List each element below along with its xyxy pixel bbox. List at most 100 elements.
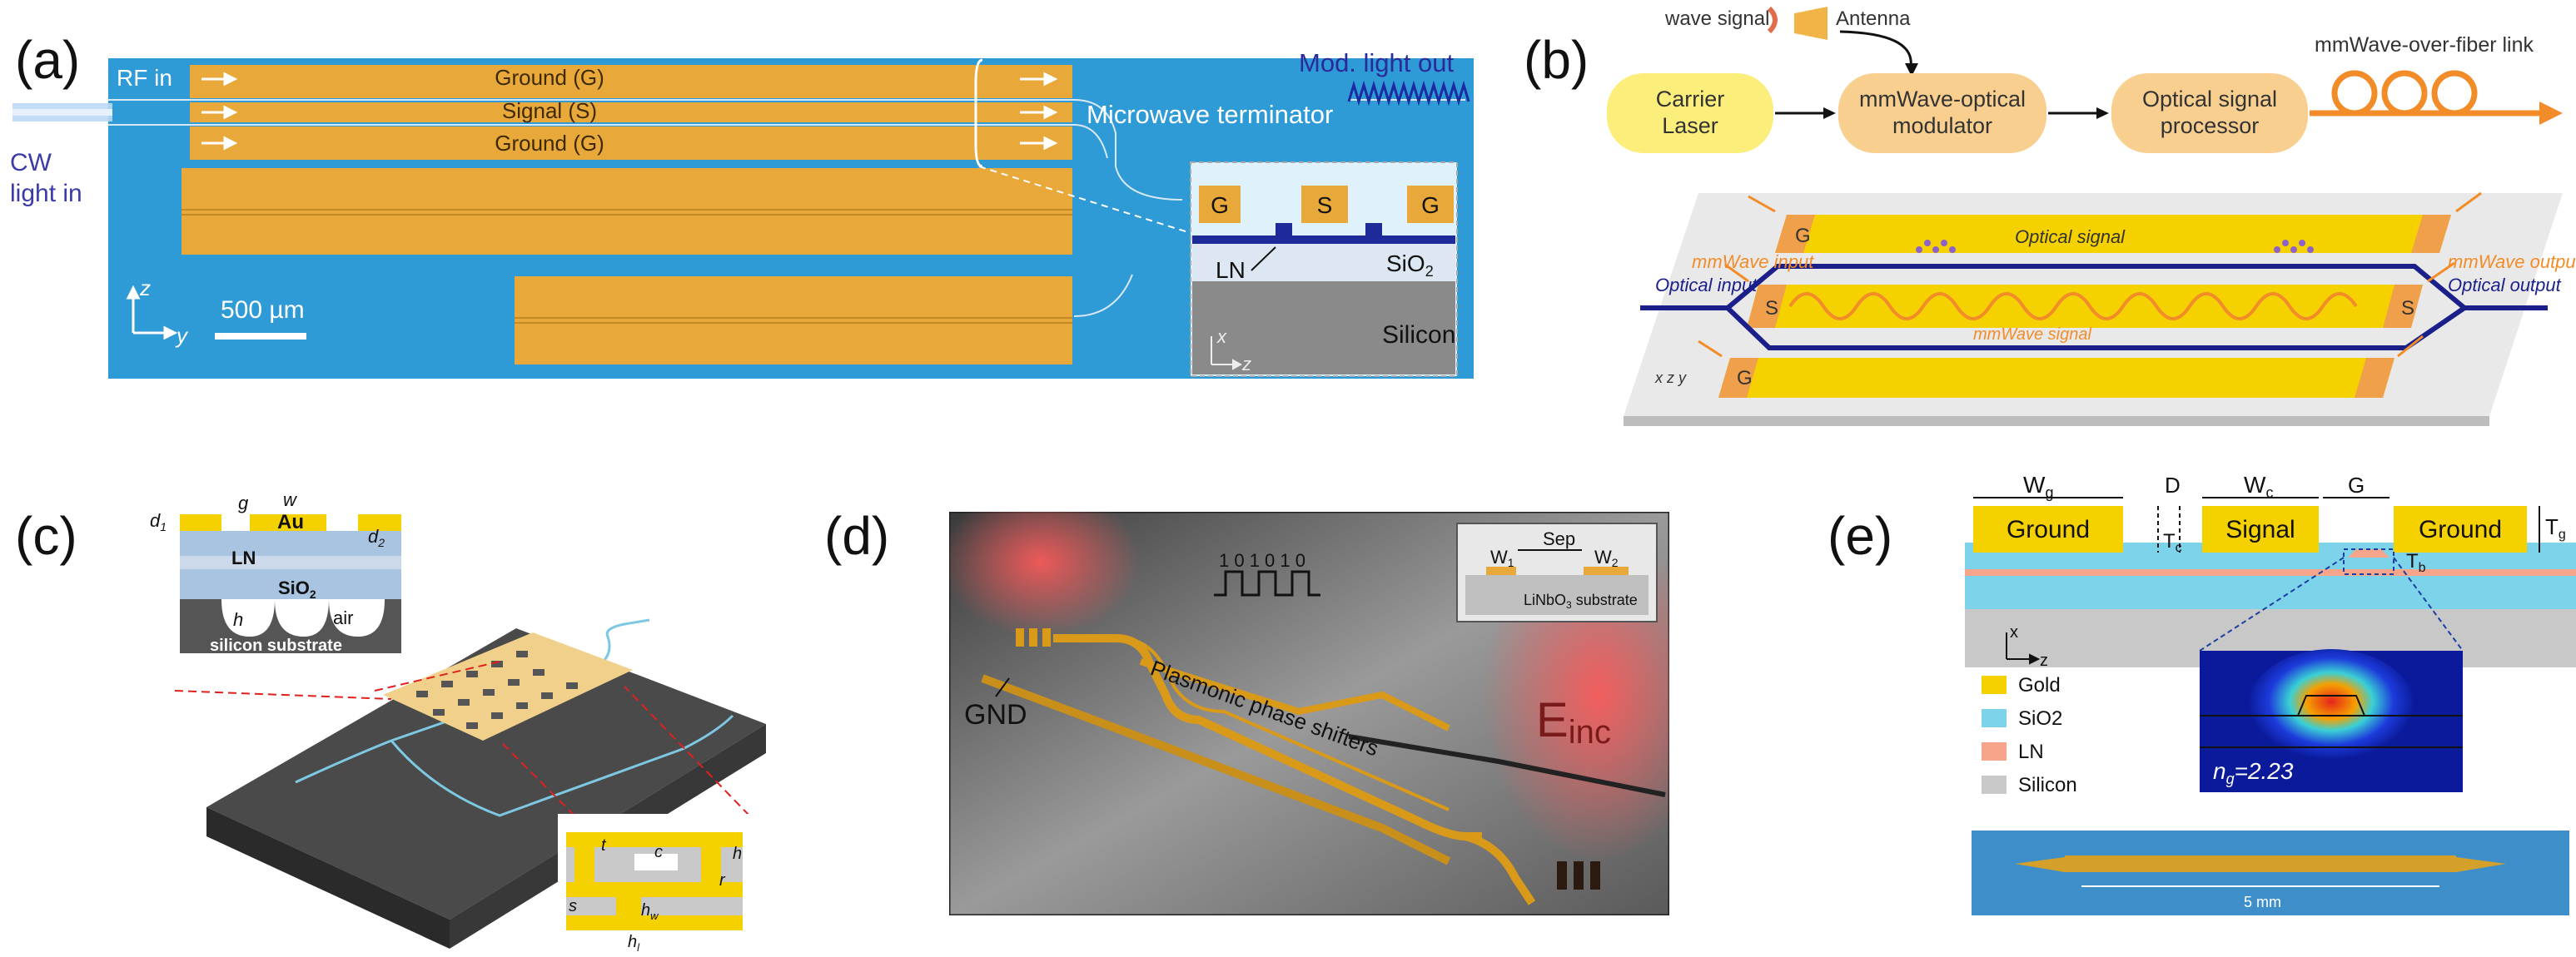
- bit-pattern-waveform: [1214, 570, 1320, 597]
- antenna-label: Antenna: [1836, 7, 1911, 30]
- ground-left-label-e: Ground: [2007, 516, 2090, 543]
- ng-label: ng=2.23: [2213, 758, 2294, 787]
- label-wc: Wc: [2244, 472, 2273, 501]
- inset-w2: W2: [1594, 547, 1619, 569]
- inset-ln: LN: [1216, 257, 1246, 283]
- rf-arrows-left: [201, 72, 238, 151]
- axis-z-label: z: [139, 275, 151, 300]
- label-ln-c: LN: [231, 548, 256, 568]
- modulator-text-2: modulator: [1892, 113, 1992, 138]
- chip-g-bottom: G: [1737, 367, 1753, 389]
- waveguide-meander-1: [1073, 99, 1183, 201]
- electrode-block-2: [182, 168, 1072, 255]
- fiber-link-arrow: [2539, 102, 2563, 125]
- carrier-laser-text-1: Carrier: [1656, 87, 1725, 112]
- label-hw-inset: hw: [641, 901, 659, 922]
- gratings-output: [1557, 861, 1600, 890]
- ground-right-e: [2394, 506, 2527, 553]
- inset-substrate: LiNbO3 substrate: [1524, 592, 1638, 611]
- phase-shifter-upper-edge: [1115, 636, 1450, 811]
- inset-sio2: SiO2: [1386, 250, 1434, 280]
- processor-text-1: Optical signal: [2142, 87, 2277, 112]
- carrier-laser-text-2: Laser: [1662, 113, 1718, 138]
- arrow-modulator-processor-head: [2096, 107, 2109, 119]
- label-tc: Tc: [2163, 530, 2182, 555]
- label-tb: Tb: [2406, 550, 2426, 575]
- electrode-holes-c: [416, 651, 578, 729]
- connector-c-1: [174, 690, 392, 700]
- panel-a: RF in CW light in Ground (G) Signal (S) …: [0, 0, 1499, 391]
- mode-profile-field: [2248, 649, 2414, 766]
- label-s-inset: s: [569, 897, 577, 915]
- inset-axes: [1211, 336, 1243, 370]
- inset-axis-z: z: [1241, 354, 1251, 374]
- panel-e-figure: Ground Signal Ground Wg D Wc G Tc Tb Tg …: [1965, 472, 2576, 915]
- inset-d: [1456, 523, 1658, 622]
- gratings-input: [1016, 628, 1051, 647]
- modulated-signal-icon: [1347, 80, 1470, 107]
- pad-g-bottom-left: [1718, 358, 1758, 398]
- waveguide-meander-3: [1073, 274, 1133, 317]
- inset-g1: G: [1211, 192, 1229, 218]
- label-d1: d1: [150, 510, 167, 533]
- processor-text-2: processor: [2161, 113, 2260, 138]
- electrode-geometry-inset-c: [558, 814, 751, 952]
- antenna-icon: [1794, 7, 1828, 40]
- optical-field-left: [1916, 240, 1956, 253]
- electrode-top: [1139, 658, 1450, 731]
- e-inc-label: Einc: [1536, 693, 1611, 751]
- panel-e-label: (e): [1828, 506, 1893, 566]
- modulator-text-1: mmWave-optical: [1859, 87, 2026, 112]
- inset-s: S: [1317, 192, 1333, 218]
- device-electrode-e: [2065, 855, 2456, 872]
- axes-a: [126, 285, 178, 340]
- label-h-c: h: [233, 609, 243, 630]
- ground-electrode-bottom-b: [1718, 358, 2394, 398]
- inset-silicon: Silicon: [1382, 321, 1455, 349]
- panel-c-figure: d1 g w Au d2 LN SiO2 h air silicon subst…: [150, 489, 766, 954]
- legend-label: Gold: [2018, 674, 2061, 697]
- panel-a-figure: RF in CW light in Ground (G) Signal (S) …: [10, 48, 1474, 379]
- panel-b: wave signal Antenna Carrier Laser mmWave…: [1582, 0, 2576, 433]
- mzi-upper-arm: [1640, 264, 2548, 310]
- fiber-loop-3: [2431, 70, 2478, 117]
- optical-input-label: Optical input: [1655, 275, 1758, 295]
- phase-shifter-lower: [1053, 634, 1482, 840]
- inset-g2: G: [1421, 192, 1440, 218]
- mmwave-signal-wave: [1788, 292, 2358, 320]
- ground-right-label-e: Ground: [2419, 516, 2502, 543]
- signal-label: Signal (S): [502, 98, 597, 123]
- label-g-c: g: [238, 493, 249, 513]
- chip-s: S: [1765, 297, 1778, 320]
- ground-electrode-bottom: [190, 126, 1072, 160]
- optical-output-label: Optical output: [2448, 275, 2562, 295]
- rf-in-label: RF in: [117, 65, 172, 91]
- optical-signal-label: Optical signal: [2015, 226, 2126, 247]
- mode-ridge: [2200, 695, 2365, 717]
- processor-box: [2111, 73, 2308, 153]
- mzi-lower-arm: [1725, 305, 2466, 350]
- ln-film-e: [1965, 569, 2576, 576]
- inset-connector: [978, 166, 1191, 234]
- wave-icon: [1767, 6, 1778, 34]
- connector-c-2: [374, 661, 500, 692]
- pad-s-right: [2383, 285, 2423, 328]
- panel-a-label: (a): [15, 30, 81, 90]
- legend-swatch: [1982, 742, 2007, 761]
- label-w-c: w: [283, 489, 298, 510]
- axes-e: [2006, 632, 2041, 665]
- device-micrograph: [1972, 831, 2569, 915]
- microwave-terminator-label: Microwave terminator: [1087, 100, 1333, 129]
- modulator-box: [1838, 73, 2046, 153]
- cw-light-in-label-1: CW: [10, 149, 52, 176]
- pad-g-top-right: [2411, 215, 2451, 253]
- zoom-line-left: [2199, 557, 2345, 652]
- label-au-c: Au: [277, 511, 304, 533]
- inset-axis-x: x: [1216, 326, 1227, 347]
- zoom-box: [2343, 548, 2394, 575]
- waveguide-c-2: [390, 714, 734, 817]
- label-g-e: G: [2348, 473, 2365, 498]
- panel-b-figure: wave signal Antenna Carrier Laser mmWave…: [1607, 6, 2576, 426]
- axis-y-label: y: [175, 323, 189, 348]
